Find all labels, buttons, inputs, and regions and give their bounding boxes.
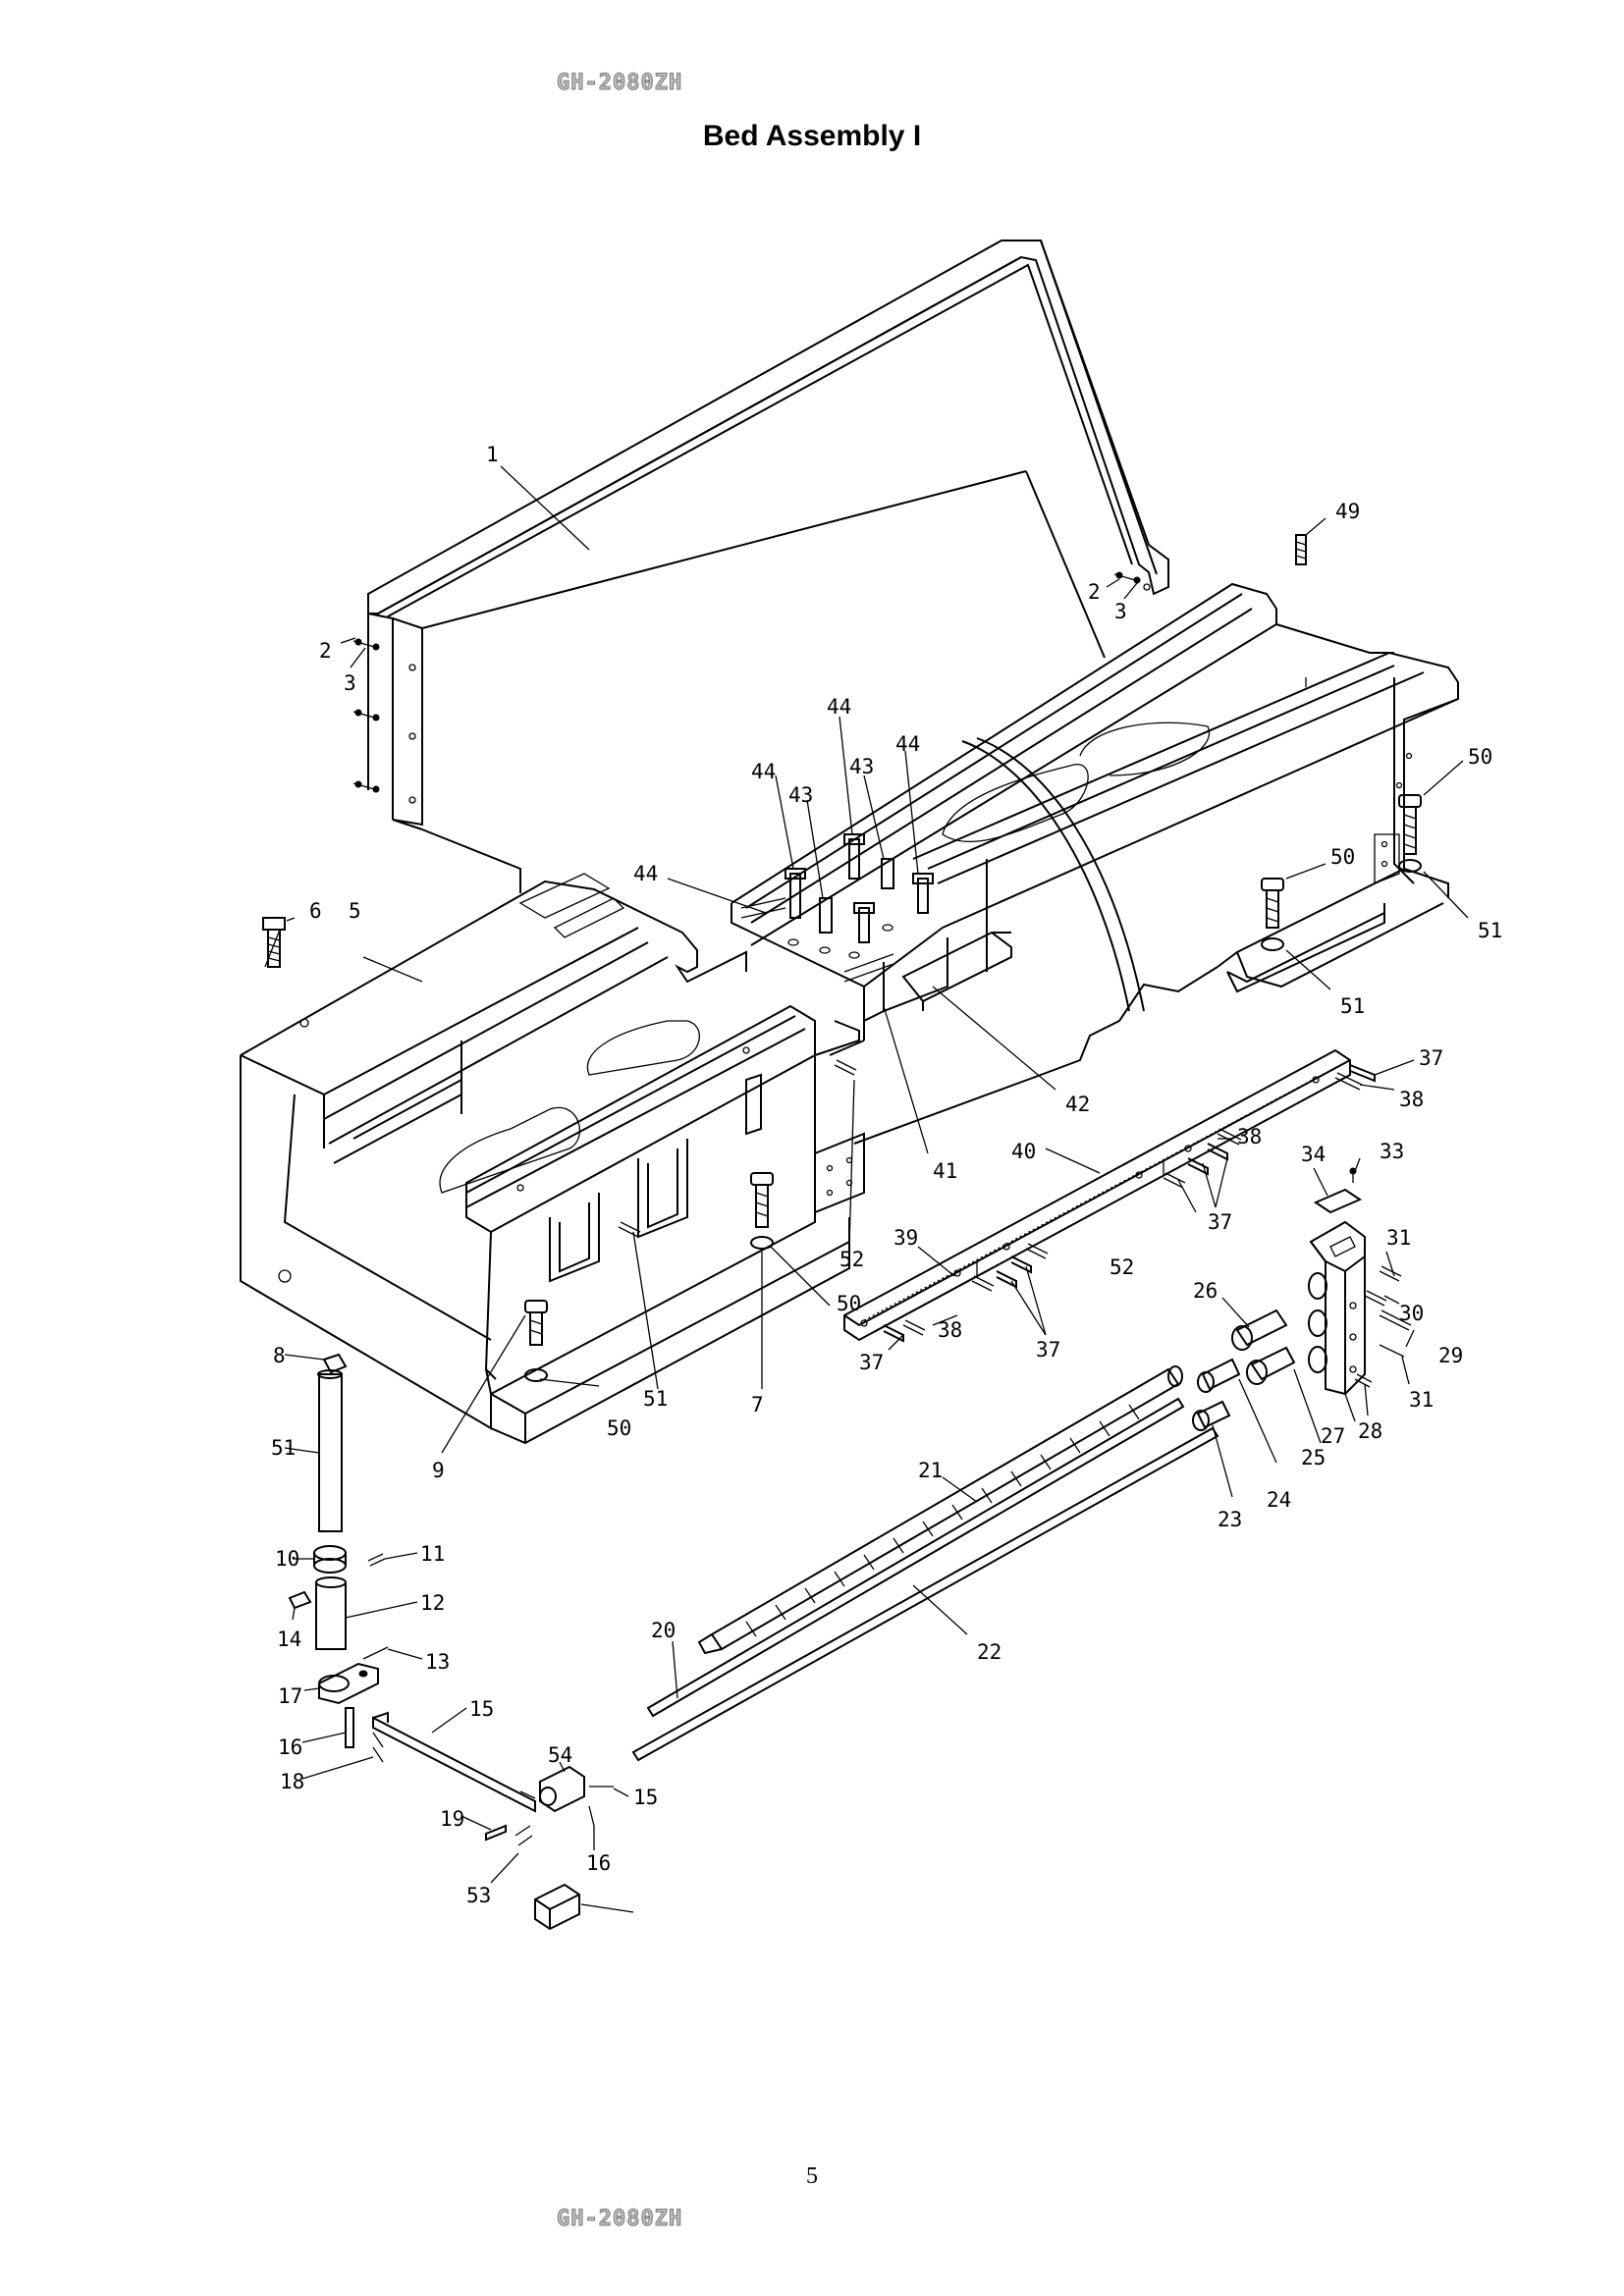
callout-16-a: 18 [280, 1770, 304, 1793]
callout-11: 12 [420, 1591, 445, 1615]
callout-13: 17 [278, 1684, 302, 1708]
callout-19: 16 [586, 1851, 611, 1875]
callout-38-d: 52 [1110, 1255, 1134, 1279]
callout-37-d: 37 [859, 1351, 884, 1374]
callout-3-right: 3 [1114, 600, 1127, 623]
model-code-footer: GH-2080ZH [556, 2207, 683, 2232]
callout-29: 29 [1438, 1344, 1463, 1367]
callout-51-a: 51 [1478, 919, 1502, 942]
callout-31-b: 31 [1409, 1388, 1434, 1412]
callout-52-b: 51 [643, 1387, 668, 1411]
rack-drawing [843, 1048, 1376, 1343]
callout-28: 28 [1358, 1419, 1382, 1443]
callout-38-c: 38 [938, 1318, 962, 1342]
callout-33: 33 [1380, 1140, 1404, 1163]
callout-10: 11 [420, 1542, 445, 1566]
bed-left-drawing [240, 873, 865, 1445]
callout-38-b: 38 [1237, 1125, 1262, 1148]
page-title: Bed Assembly I [702, 120, 922, 152]
callout-37-c: 37 [1036, 1338, 1060, 1362]
leader-lines [264, 465, 1469, 1913]
model-code-header: GH-2080ZH [556, 71, 683, 96]
callout-17: 15 [469, 1697, 494, 1721]
callout-21: 21 [918, 1459, 943, 1482]
callout-7: 8 [273, 1344, 286, 1367]
callout-37-b: 37 [1208, 1210, 1232, 1234]
fasteners-drawing [262, 534, 1422, 1382]
callout-22: 22 [977, 1640, 1001, 1664]
callout-44-a: 44 [827, 695, 851, 719]
callout-38-a: 38 [1399, 1088, 1424, 1111]
callout-2-left: 2 [319, 639, 332, 663]
callout-31-a: 31 [1386, 1226, 1411, 1250]
callout-39: 39 [893, 1226, 918, 1250]
leadscrew-drawing [631, 1308, 1296, 1762]
callout-18: 54 [548, 1743, 572, 1767]
callout-3-left: 3 [344, 671, 356, 695]
callout-44-b: 44 [751, 760, 776, 783]
callout-30: 30 [1399, 1302, 1424, 1325]
callout-50-d: 9 [432, 1459, 445, 1482]
callout-52-a: 52 [839, 1248, 864, 1271]
callout-26: 26 [1193, 1279, 1218, 1303]
callout-16-b: 53 [466, 1884, 491, 1907]
callout-8: 51 [271, 1436, 296, 1460]
callout-37-a: 37 [1419, 1046, 1443, 1070]
page-number: 5 [806, 2163, 818, 2189]
lever-assembly-drawing [288, 1353, 614, 1931]
callout-50-a: 50 [1468, 745, 1492, 769]
callout-20: 20 [651, 1619, 676, 1642]
callout-54: 15 [633, 1786, 658, 1809]
callout-51-c: 50 [837, 1292, 861, 1315]
callout-5: 5 [349, 899, 361, 923]
callout-2-right: 2 [1088, 580, 1101, 604]
callout-25: 25 [1301, 1446, 1326, 1469]
callout-12: 14 [277, 1628, 301, 1651]
callout-6: 6 [309, 899, 322, 923]
callout-9: 10 [275, 1547, 299, 1571]
callout-1: 1 [486, 443, 499, 466]
callout-14: 13 [425, 1650, 450, 1674]
callout-43-b: 43 [849, 755, 874, 778]
callout-34: 34 [1301, 1143, 1326, 1166]
chip-tray-drawing [367, 240, 1169, 893]
callout-41: 41 [933, 1159, 957, 1183]
callout-24: 24 [1267, 1488, 1291, 1512]
callout-labels: 1 2 3 2 3 49 44 44 43 43 44 44 50 50 6 5… [271, 443, 1502, 1907]
callout-40: 40 [1011, 1140, 1036, 1163]
callout-49: 49 [1335, 500, 1360, 523]
callout-27: 27 [1321, 1424, 1345, 1448]
callout-50-c: 7 [751, 1393, 764, 1416]
callout-43-a: 43 [788, 783, 813, 807]
callout-50-b: 50 [1330, 845, 1355, 869]
bed-right-drawing [731, 582, 1459, 1145]
callout-44-d: 44 [633, 862, 658, 885]
callout-51-d: 50 [607, 1416, 631, 1440]
callout-23: 23 [1218, 1508, 1242, 1531]
callout-51-b: 51 [1340, 994, 1365, 1018]
callout-44-c: 44 [895, 732, 920, 756]
callout-15-b: 19 [440, 1807, 464, 1831]
callout-42: 42 [1065, 1093, 1090, 1116]
callout-15-a: 16 [278, 1735, 302, 1759]
end-bracket-drawing [1308, 1167, 1412, 1396]
